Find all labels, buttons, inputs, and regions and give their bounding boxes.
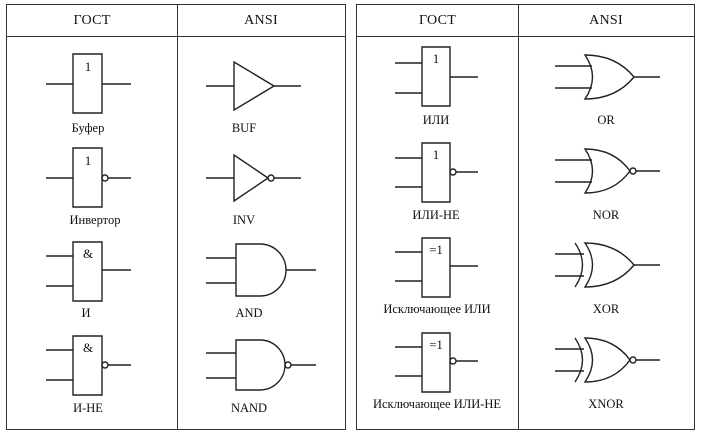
ansi-inv-label: INV [232, 213, 256, 227]
ansi-nand-symbol [206, 340, 316, 390]
ansi-or-label: OR [597, 113, 615, 127]
ansi-nand-label: NAND [230, 401, 268, 415]
ansi-buf-label: BUF [231, 121, 257, 135]
gost-xnor-mark: =1 [429, 337, 443, 352]
ansi-nor-symbol [555, 149, 660, 193]
gost-nor-symbol [395, 143, 478, 202]
gost-inverter-symbol [46, 148, 131, 207]
left-table: ГОСТ ANSI [6, 4, 346, 430]
ansi-xor-label: XOR [592, 302, 620, 316]
ansi-nor-label: NOR [592, 208, 620, 222]
right-table: ГОСТ ANSI [356, 4, 695, 430]
gost-or-symbol [395, 47, 478, 106]
ansi-xnor-symbol [555, 338, 660, 382]
gost-inverter-mark: 1 [84, 153, 92, 168]
gost-buffer-mark: 1 [84, 59, 92, 74]
left-gost-header: ГОСТ [73, 13, 111, 28]
right-ansi-header: ANSI [589, 13, 623, 28]
ansi-inv-symbol [206, 155, 301, 201]
gost-nand-mark: & [82, 340, 94, 355]
gost-nor-label: ИЛИ-НЕ [412, 208, 460, 222]
ansi-buf-symbol [206, 62, 301, 110]
ansi-xnor-label: XNOR [588, 397, 624, 411]
gost-nand-label: И-НЕ [73, 401, 103, 415]
gost-buffer-label: Буфер [71, 121, 105, 135]
left-ansi-header: ANSI [244, 13, 278, 28]
gost-and-label: И [81, 306, 91, 320]
right-table-header: ГОСТ ANSI [357, 5, 694, 37]
gost-xnor-label: Исключающее ИЛИ-НЕ [372, 397, 502, 411]
gost-xnor-symbol [395, 333, 478, 392]
gost-inverter-label: Инвертор [69, 213, 121, 227]
gost-nor-mark: 1 [432, 147, 440, 162]
gost-or-mark: 1 [432, 51, 440, 66]
ansi-and-label: AND [235, 306, 263, 320]
gost-xor-mark: =1 [429, 242, 443, 257]
ansi-xor-symbol [555, 243, 660, 287]
gost-xor-label: Исключающее ИЛИ [383, 302, 491, 316]
right-gost-header: ГОСТ [418, 13, 457, 28]
left-table-header: ГОСТ ANSI [7, 5, 345, 37]
gost-nand-symbol [46, 336, 131, 395]
ansi-or-symbol [555, 55, 660, 99]
gost-or-label: ИЛИ [422, 113, 450, 127]
gost-buffer-symbol [46, 54, 131, 113]
right-column-divider [518, 5, 519, 429]
gost-xor-symbol [395, 238, 478, 297]
gost-and-mark: & [82, 246, 94, 261]
gost-and-symbol [46, 242, 131, 301]
left-column-divider [177, 5, 178, 429]
ansi-and-symbol [206, 244, 316, 296]
